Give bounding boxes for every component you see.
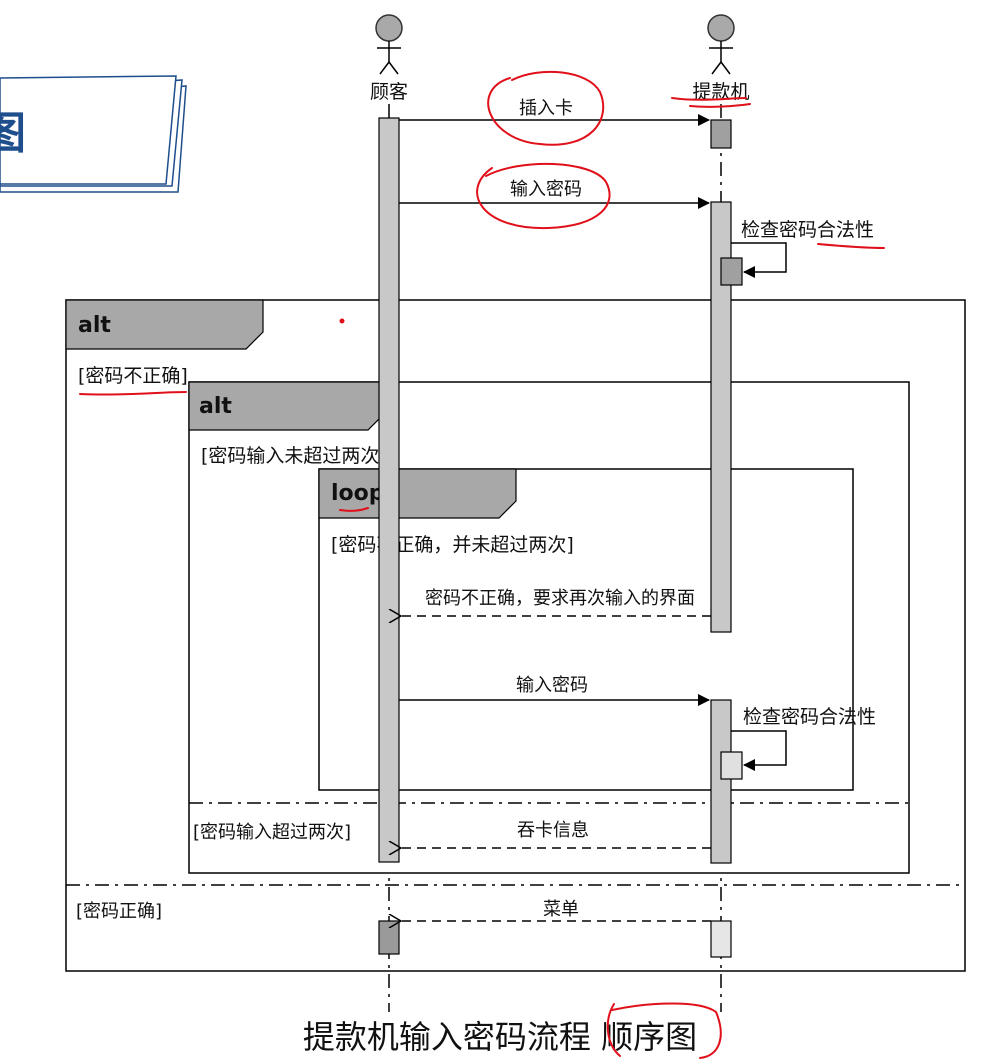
message-retry-screen-label: 密码不正确，要求再次输入的界面 [425, 588, 695, 609]
loop-guard: [密码不正确，并未超过两次] [331, 534, 574, 556]
annotation-bracket-caption [606, 1003, 621, 1057]
red-annotations [79, 70, 885, 1059]
activation-atm-self1 [720, 257, 743, 286]
fragment-loop: loop [密码不正确，并未超过两次] [318, 468, 854, 791]
slide-title-char: 图 [0, 108, 26, 159]
message-enter-pin-again-label: 输入密码 [516, 675, 588, 696]
outer-alt-guard1: [密码不正确] [78, 365, 188, 387]
self-message-check-1: 检查密码合法性 [731, 219, 874, 278]
activation-atm-2 [710, 201, 732, 633]
annotation-circle-insert-card [487, 70, 605, 146]
slide-title-box: 图 [0, 75, 187, 193]
message-enter-pin-again: 输入密码 [399, 675, 710, 706]
message-menu: 菜单 [401, 899, 711, 921]
message-card-retained: 吞卡信息 [401, 820, 711, 848]
annotation-circle-enter-pin [476, 162, 611, 230]
message-menu-label: 菜单 [543, 899, 579, 920]
self-message-check-1-label: 检查密码合法性 [741, 219, 874, 241]
loop-tag: loop [331, 481, 385, 506]
activation-customer [378, 117, 400, 863]
message-retry-screen: 密码不正确，要求再次输入的界面 [401, 588, 711, 616]
outer-alt-guard2: [密码正确] [76, 901, 162, 922]
annotation-underline-guard [79, 391, 187, 396]
fragment-outer-alt: alt [密码不正确] [密码正确] [65, 299, 966, 972]
actor-customer: 顾客 [370, 14, 408, 103]
activation-atm-self2 [720, 751, 743, 780]
message-insert-card: 插入卡 [399, 98, 710, 126]
annotation-underline-caption [611, 1002, 722, 1059]
message-insert-card-label: 插入卡 [519, 98, 573, 119]
actor-customer-label: 顾客 [370, 81, 408, 103]
activation-atm-1 [710, 119, 732, 149]
annotation-dot [339, 318, 345, 324]
message-card-retained-label: 吞卡信息 [517, 820, 589, 841]
annotation-underline-check [817, 243, 885, 249]
inner-alt-guard2: [密码输入超过两次] [193, 822, 351, 843]
self-message-check-2: 检查密码合法性 [731, 706, 876, 771]
activation-atm-3 [710, 699, 732, 864]
inner-alt-guard1: [密码输入未超过两次] [201, 445, 387, 467]
inner-alt-tag: alt [199, 394, 232, 419]
message-enter-pin: 输入密码 [399, 179, 710, 209]
self-message-check-2-label: 检查密码合法性 [743, 706, 876, 728]
actor-atm: 提款机 [692, 14, 750, 103]
diagram-caption: 提款机输入密码流程 顺序图 [303, 1018, 697, 1056]
activation-atm-4 [710, 920, 732, 958]
annotation-underline-atm [671, 97, 747, 101]
annotation-underline-atm-2 [689, 103, 751, 108]
activation-customer-2 [378, 920, 400, 955]
outer-alt-tag: alt [78, 313, 111, 338]
message-enter-pin-label: 输入密码 [510, 179, 582, 200]
annotation-underline-loop [339, 507, 369, 512]
